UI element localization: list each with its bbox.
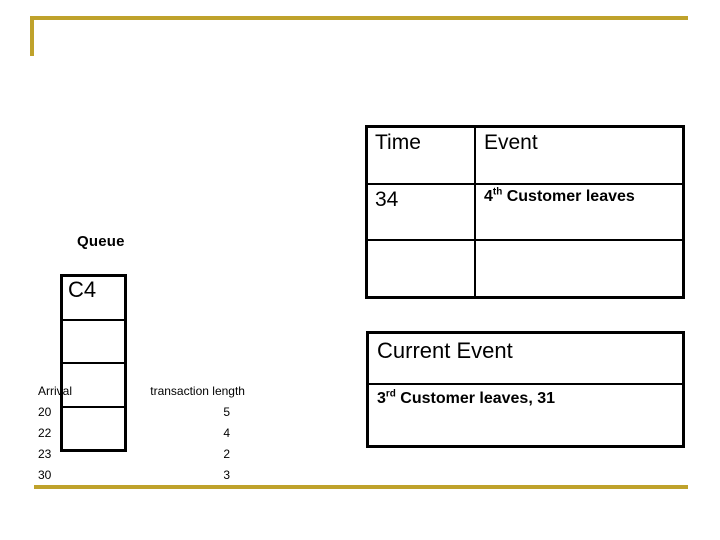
event-row-time [368,241,476,297]
event-row-event [476,241,682,296]
arrival-value: 22 [38,426,52,440]
queue-label: Queue [77,233,125,250]
queue-cell [63,364,124,408]
arrival-value: 30 [38,468,52,482]
current-event-value: 3rd Customer leaves, 31 [369,385,682,445]
arrival-table-header-row: Arrival transaction length [38,381,268,402]
gold-left-rule [30,16,34,56]
arrival-transaction-table: Arrival transaction length 20 5 22 4 23 … [38,381,268,486]
event-table-header-time: Time [368,128,476,183]
event-row-time: 34 [368,184,476,240]
gold-bottom-rule [34,485,688,489]
transaction-length-column-header: transaction length [150,384,245,398]
table-row: 20 5 [38,402,268,423]
current-event-box: Current Event 3rd Customer leaves, 31 [366,331,685,448]
transaction-length-value: 3 [223,468,230,482]
event-table-row [368,241,682,297]
current-event-ordinal: rd [385,388,396,400]
queue-cell: C4 [63,277,124,321]
event-row-event-ordinal: th [492,186,503,198]
arrival-column-header: Arrival [38,384,73,398]
transaction-length-value: 4 [223,426,230,440]
transaction-length-value: 5 [223,405,230,419]
queue-box: C4 [60,274,127,452]
arrival-value: 23 [38,447,52,461]
current-event-title: Current Event [369,334,682,385]
table-row: 22 4 [38,423,268,444]
event-table-header-event: Event [484,131,538,154]
event-table-header-row: Time Event [368,128,682,185]
table-row: 30 3 [38,465,268,486]
event-row-event: 4th Customer leaves [476,185,682,240]
event-row-event-number: 4 [484,187,493,205]
event-row-event-text: Customer leaves [506,187,635,205]
queue-cell [63,320,124,364]
current-event-number: 3 [377,390,386,407]
gold-top-rule [30,16,688,20]
transaction-length-value: 2 [223,447,230,461]
table-row: 23 2 [38,444,268,465]
event-table-row: 34 4th Customer leaves [368,184,682,242]
event-schedule-table: Time Event 34 4th Customer leaves [365,125,685,299]
arrival-value: 20 [38,405,52,419]
queue-cell [63,407,124,449]
current-event-text: Customer leaves, 31 [400,390,556,407]
